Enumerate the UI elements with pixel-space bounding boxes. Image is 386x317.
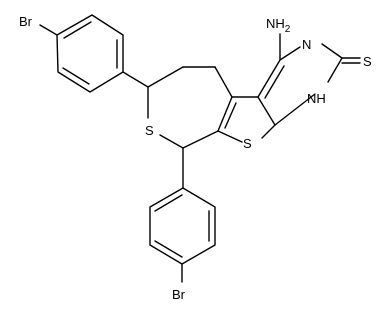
thiopyran-ring bbox=[147, 66, 233, 149]
thiophene-ring bbox=[217, 96, 276, 143]
thiopyran-s-label: S bbox=[145, 123, 154, 138]
pyrimidine-ring bbox=[257, 33, 361, 126]
thione-s-label: S bbox=[363, 54, 372, 69]
amine-label: NH2 bbox=[266, 16, 291, 35]
ring-n-label: N bbox=[302, 37, 311, 52]
c-br-bond-top bbox=[39, 24, 58, 36]
bottom-bromophenyl-ring bbox=[149, 147, 216, 283]
br-top-label: Br bbox=[19, 14, 33, 29]
thiophene-s-label: S bbox=[243, 136, 252, 151]
ring-nh-label: NH bbox=[307, 91, 326, 106]
aryl-link-top bbox=[122, 71, 149, 88]
top-bromophenyl-ring bbox=[39, 14, 149, 93]
br-bottom-label: Br bbox=[172, 287, 186, 302]
